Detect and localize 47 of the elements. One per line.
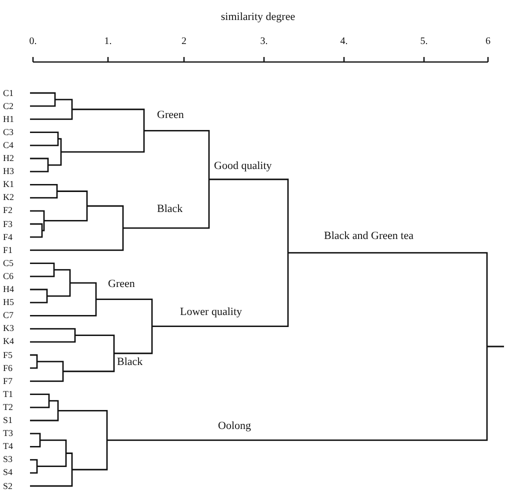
leaf-label: C1: [3, 88, 14, 98]
cluster-label: Black and Green tea: [324, 231, 414, 242]
leaf-label: F1: [3, 246, 13, 255]
tick-label: 3.: [260, 37, 268, 47]
cluster-label: Black: [117, 357, 143, 368]
leaf-label: C7: [3, 311, 14, 320]
leaf-label: H1: [3, 114, 14, 124]
leaf-label: C4: [3, 140, 14, 150]
leaf-label: H5: [3, 298, 14, 308]
cluster-label: Good quality: [214, 161, 272, 172]
leaf-label: S2: [3, 482, 13, 490]
leaf-label: F6: [3, 364, 13, 373]
leaf-label: K2: [3, 193, 14, 202]
leaf-label: C3: [3, 128, 14, 137]
leaf-label: H3: [3, 167, 14, 176]
leaf-label: K1: [3, 180, 14, 190]
leaf-label: F7: [3, 376, 13, 386]
leaf-label: F3: [3, 220, 13, 228]
cluster-label: Green: [108, 279, 135, 290]
cluster-label: Oolong: [218, 421, 251, 432]
cluster-label: Green: [157, 110, 184, 121]
leaf-label: K3: [3, 324, 14, 334]
leaf-label: T4: [3, 442, 13, 452]
cluster-label: Black: [157, 204, 183, 215]
leaf-label: C5: [3, 258, 14, 268]
axis-title: similarity degree: [220, 12, 296, 22]
leaf-label: C2: [3, 102, 14, 111]
leaf-label: C6: [3, 272, 14, 281]
leaf-label: T2: [3, 402, 13, 412]
leaf-label: T3: [3, 429, 13, 438]
leaf-label: H2: [3, 154, 14, 163]
cluster-label: Lower quality: [180, 307, 242, 318]
tick-label: 2: [182, 37, 186, 47]
tick-label: 1.: [104, 37, 112, 47]
leaf-label: S1: [3, 416, 13, 425]
tick-label: 5.: [420, 37, 428, 47]
leaf-label: S3: [3, 455, 13, 464]
leaf-label: F4: [3, 232, 13, 242]
leaf-label: H4: [3, 285, 14, 294]
leaf-label: K4: [3, 337, 14, 346]
tick-label: 6: [486, 37, 490, 47]
leaf-label: F2: [3, 206, 13, 216]
tick-label: 0.: [29, 37, 37, 47]
leaf-label: S4: [3, 468, 13, 478]
tick-label: 4.: [340, 37, 348, 47]
leaf-label: T1: [3, 390, 13, 399]
leaf-label: F5: [3, 350, 13, 360]
